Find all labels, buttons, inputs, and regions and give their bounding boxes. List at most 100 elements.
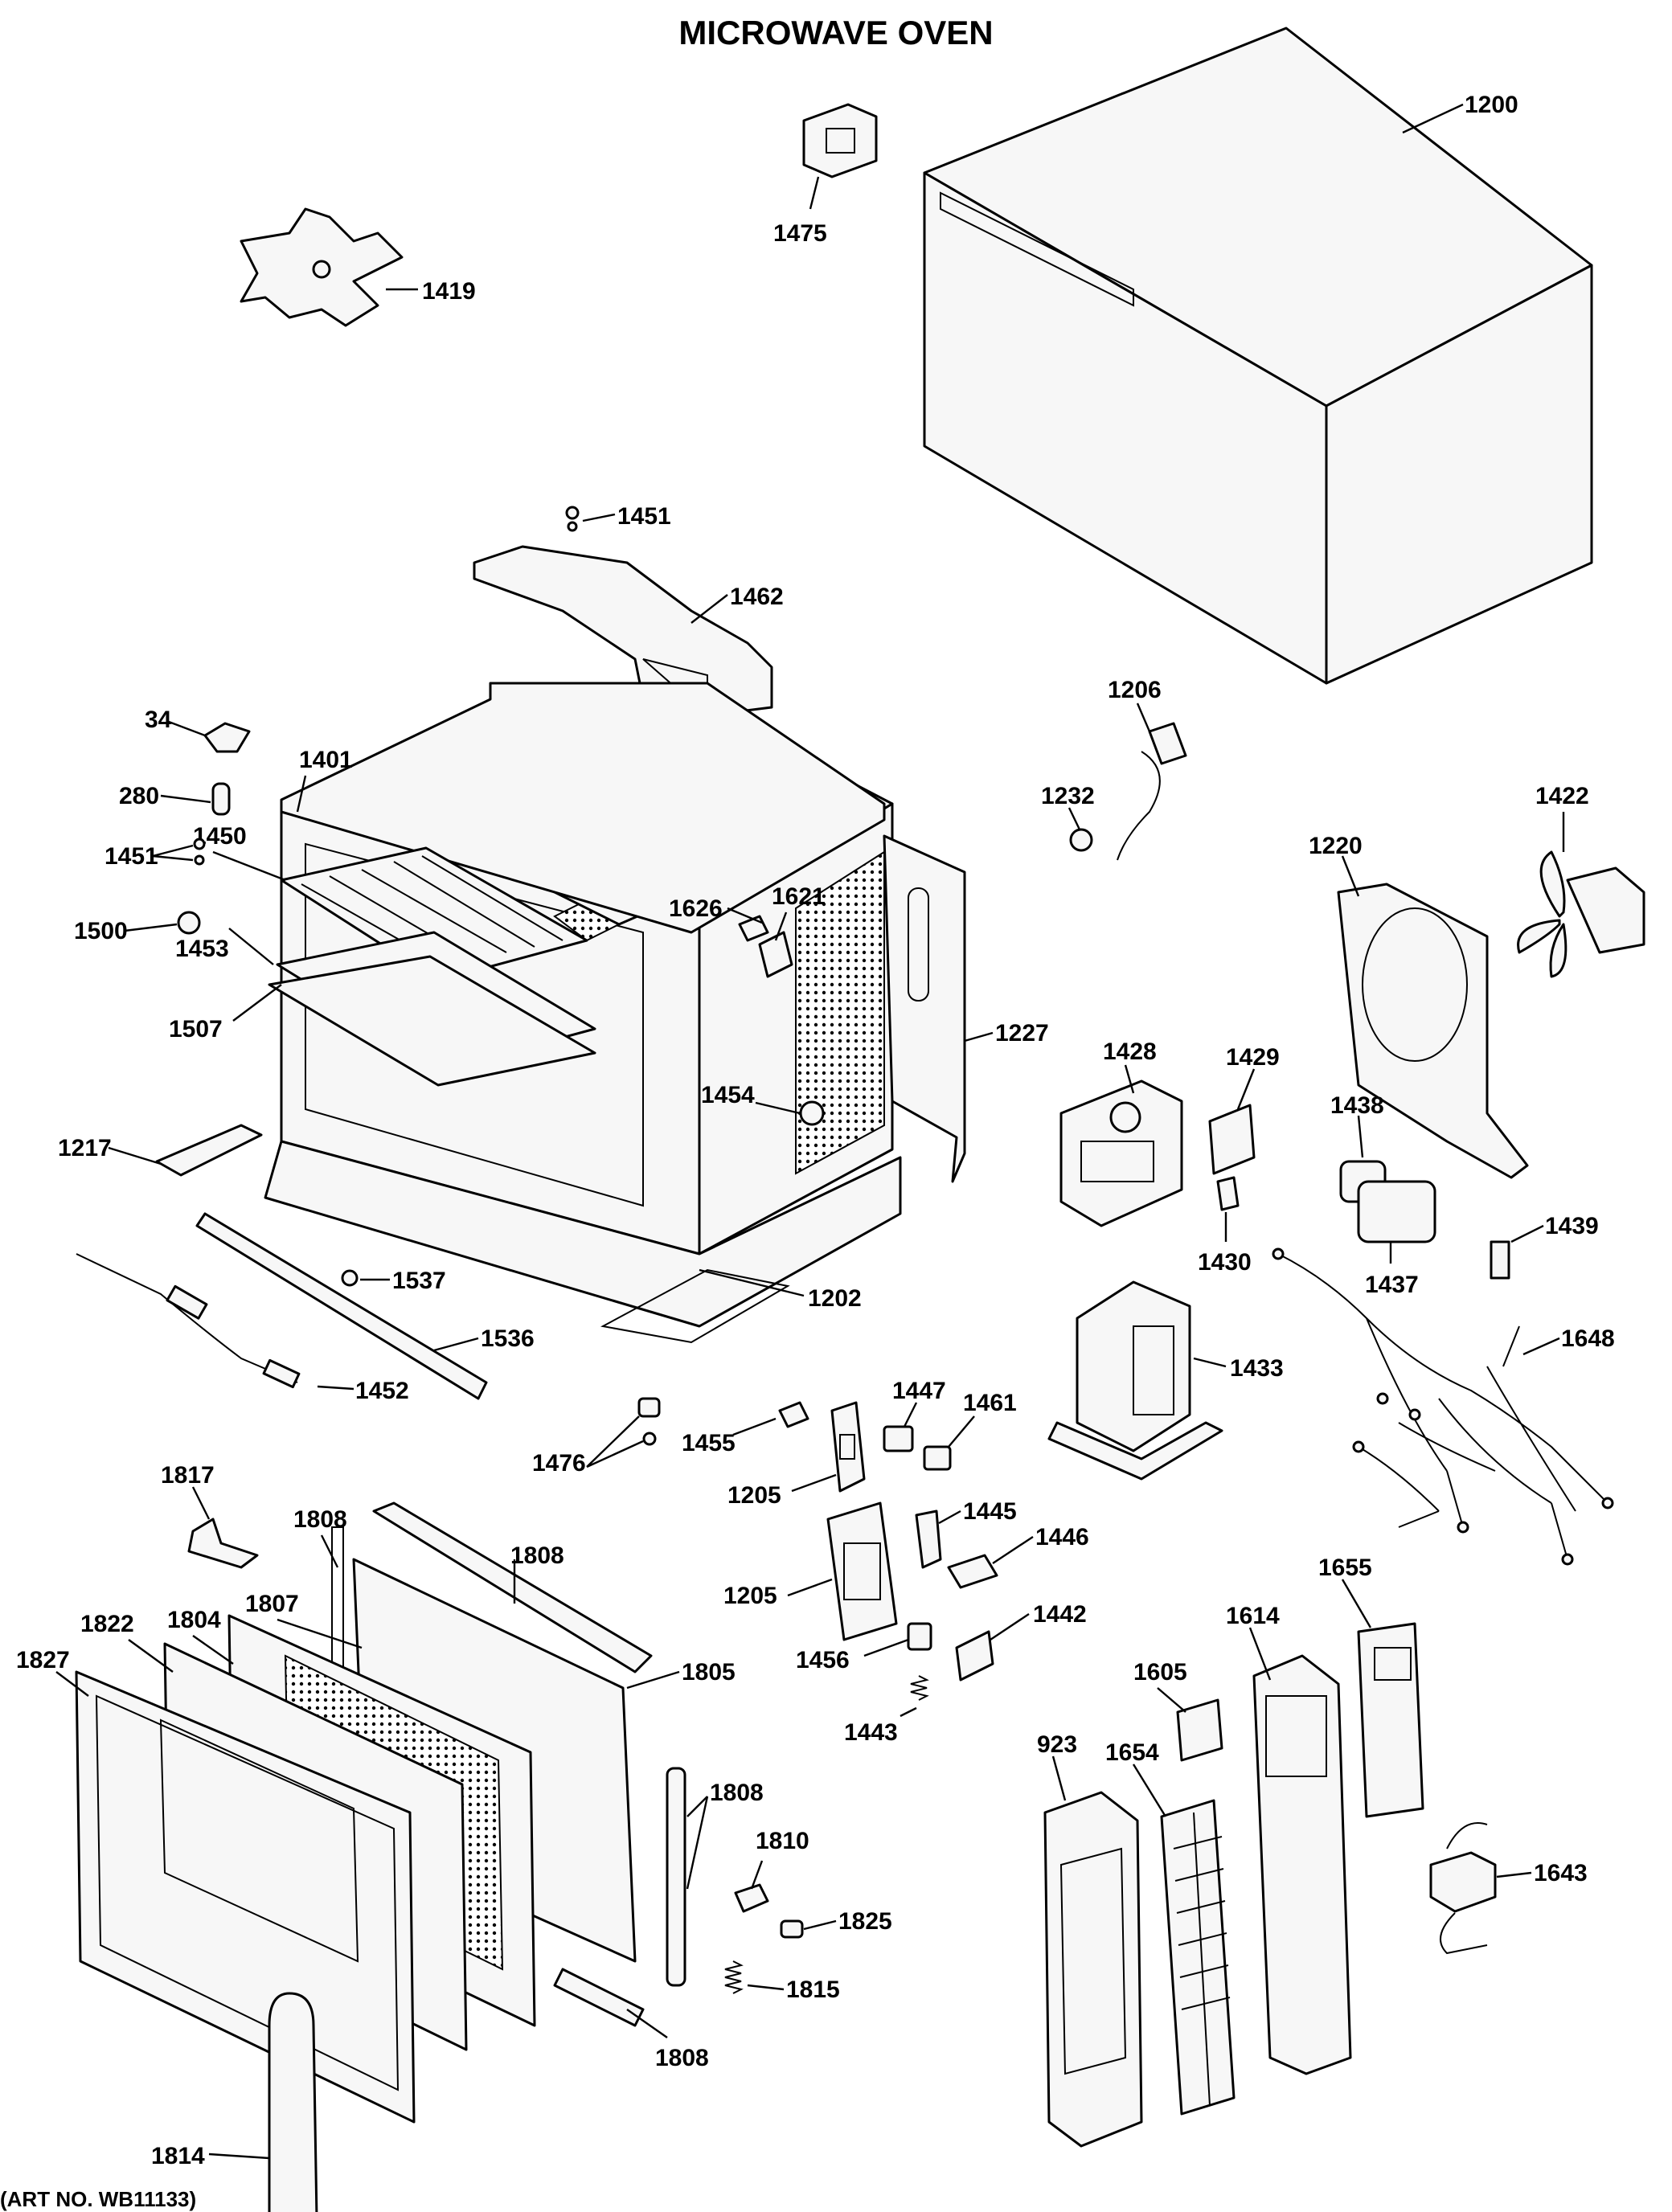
callout-1537: 1537: [392, 1268, 446, 1294]
callout-1205-lower: 1205: [723, 1583, 777, 1609]
callout-1452: 1452: [355, 1378, 409, 1404]
control-panel-cover-part: [1043, 1791, 1143, 2148]
callout-1810: 1810: [756, 1828, 809, 1854]
oven-cavity-part: [264, 682, 902, 1344]
magnetron-shield-part: [1208, 1104, 1256, 1175]
choke-strip-part: [195, 1212, 488, 1400]
callout-1451-top: 1451: [617, 503, 671, 530]
callout-1442: 1442: [1033, 1601, 1087, 1628]
callout-34: 34: [145, 707, 172, 733]
callout-1428: 1428: [1103, 1038, 1157, 1065]
screw-part: [565, 506, 580, 532]
callout-1536: 1536: [481, 1325, 535, 1352]
callout-1401: 1401: [299, 747, 353, 773]
callout-1655: 1655: [1318, 1555, 1372, 1581]
fan-motor-part: [1517, 850, 1645, 978]
callout-1455: 1455: [682, 1430, 736, 1456]
callout-1419: 1419: [422, 278, 476, 305]
callout-1808-right: 1808: [710, 1780, 764, 1806]
callout-1814: 1814: [151, 2143, 205, 2169]
fan-shroud-part: [1337, 883, 1529, 1179]
screw-part: [341, 1269, 359, 1287]
callout-1205-upper: 1205: [727, 1482, 781, 1509]
latch-spring-part: [778, 1401, 809, 1428]
callout-1430: 1430: [1198, 1249, 1252, 1276]
oven-rack-part: [268, 846, 596, 1087]
transformer-part: [1047, 1280, 1223, 1481]
callout-1804: 1804: [167, 1607, 221, 1633]
control-frame-part: [1252, 1654, 1352, 2075]
callout-1447: 1447: [892, 1378, 946, 1404]
door-latch-part: [830, 1401, 866, 1493]
temperature-probe-part: [76, 1253, 301, 1389]
thermal-cutout-part: [802, 103, 878, 178]
door-hinge-part: [187, 1518, 259, 1569]
callout-1805: 1805: [682, 1659, 736, 1686]
light-lens-part: [177, 911, 201, 935]
callout-1815: 1815: [786, 1976, 840, 2003]
callout-1825: 1825: [838, 1908, 892, 1935]
callout-1443: 1443: [844, 1719, 898, 1746]
callout-1500: 1500: [74, 918, 128, 944]
spring-part: [910, 1675, 929, 1701]
callout-1227: 1227: [995, 1020, 1049, 1047]
callout-1200: 1200: [1465, 92, 1518, 118]
foot-part: [637, 1397, 661, 1446]
power-cord-part: [1117, 722, 1187, 861]
callout-1437: 1437: [1365, 1272, 1419, 1298]
callout-1461: 1461: [963, 1390, 1017, 1416]
thermostat-part: [1216, 1176, 1240, 1211]
callout-1232: 1232: [1041, 783, 1095, 809]
diode-part: [1490, 1240, 1510, 1280]
magnetron-part: [1059, 1079, 1183, 1227]
capacitor-part: [1339, 1160, 1436, 1243]
hinge-bracket-part: [155, 1124, 263, 1177]
switch-bracket-part: [955, 1630, 994, 1682]
fuse-holder-part: [758, 931, 793, 978]
callout-1807: 1807: [245, 1591, 299, 1617]
callout-1817: 1817: [161, 1462, 215, 1489]
screw-part: [193, 838, 206, 866]
diagram-title: MICROWAVE OVEN: [678, 14, 993, 51]
door-latch-part: [826, 1501, 898, 1641]
callout-1626: 1626: [669, 895, 723, 922]
callout-1822: 1822: [80, 1611, 134, 1637]
callout-1438: 1438: [1330, 1092, 1384, 1119]
callout-1643: 1643: [1534, 1860, 1588, 1886]
stirrer-blade-part: [240, 207, 404, 327]
callout-1614: 1614: [1226, 1603, 1280, 1629]
door-spring-part: [724, 1960, 744, 1994]
callout-1429: 1429: [1226, 1044, 1280, 1071]
callout-1445: 1445: [963, 1498, 1017, 1525]
callout-1446: 1446: [1035, 1524, 1089, 1550]
lamp-part: [211, 782, 231, 816]
control-board-part: [1357, 1622, 1424, 1818]
callout-280: 280: [119, 783, 159, 809]
callout-1439: 1439: [1545, 1213, 1599, 1239]
callout-1507: 1507: [169, 1016, 223, 1043]
lamp-socket-part: [203, 722, 251, 753]
display-window-part: [1176, 1698, 1223, 1762]
callout-1220: 1220: [1309, 833, 1363, 859]
outer-case-part: [923, 27, 1593, 685]
callout-1433: 1433: [1230, 1355, 1284, 1382]
wire-harness-part: [1272, 1247, 1614, 1566]
callout-1605: 1605: [1133, 1659, 1187, 1686]
callout-1202: 1202: [808, 1285, 862, 1312]
cord-bushing-part: [1069, 828, 1093, 852]
callout-1462: 1462: [730, 584, 784, 610]
callout-1648: 1648: [1561, 1325, 1615, 1352]
control-transformer-part: [1429, 1822, 1497, 1955]
callout-1422: 1422: [1535, 783, 1589, 809]
callout-1475: 1475: [773, 220, 827, 247]
callout-1453: 1453: [175, 936, 229, 962]
callout-1621: 1621: [772, 883, 826, 910]
callout-1206: 1206: [1108, 677, 1162, 703]
callout-1217: 1217: [58, 1135, 112, 1161]
callout-1808-top: 1808: [510, 1542, 564, 1569]
interlock-switch-part: [883, 1425, 914, 1452]
callout-1476: 1476: [532, 1450, 586, 1477]
callout-1808-left: 1808: [293, 1506, 347, 1533]
art-number-footer: (ART NO. WB11133): [0, 2187, 196, 2211]
